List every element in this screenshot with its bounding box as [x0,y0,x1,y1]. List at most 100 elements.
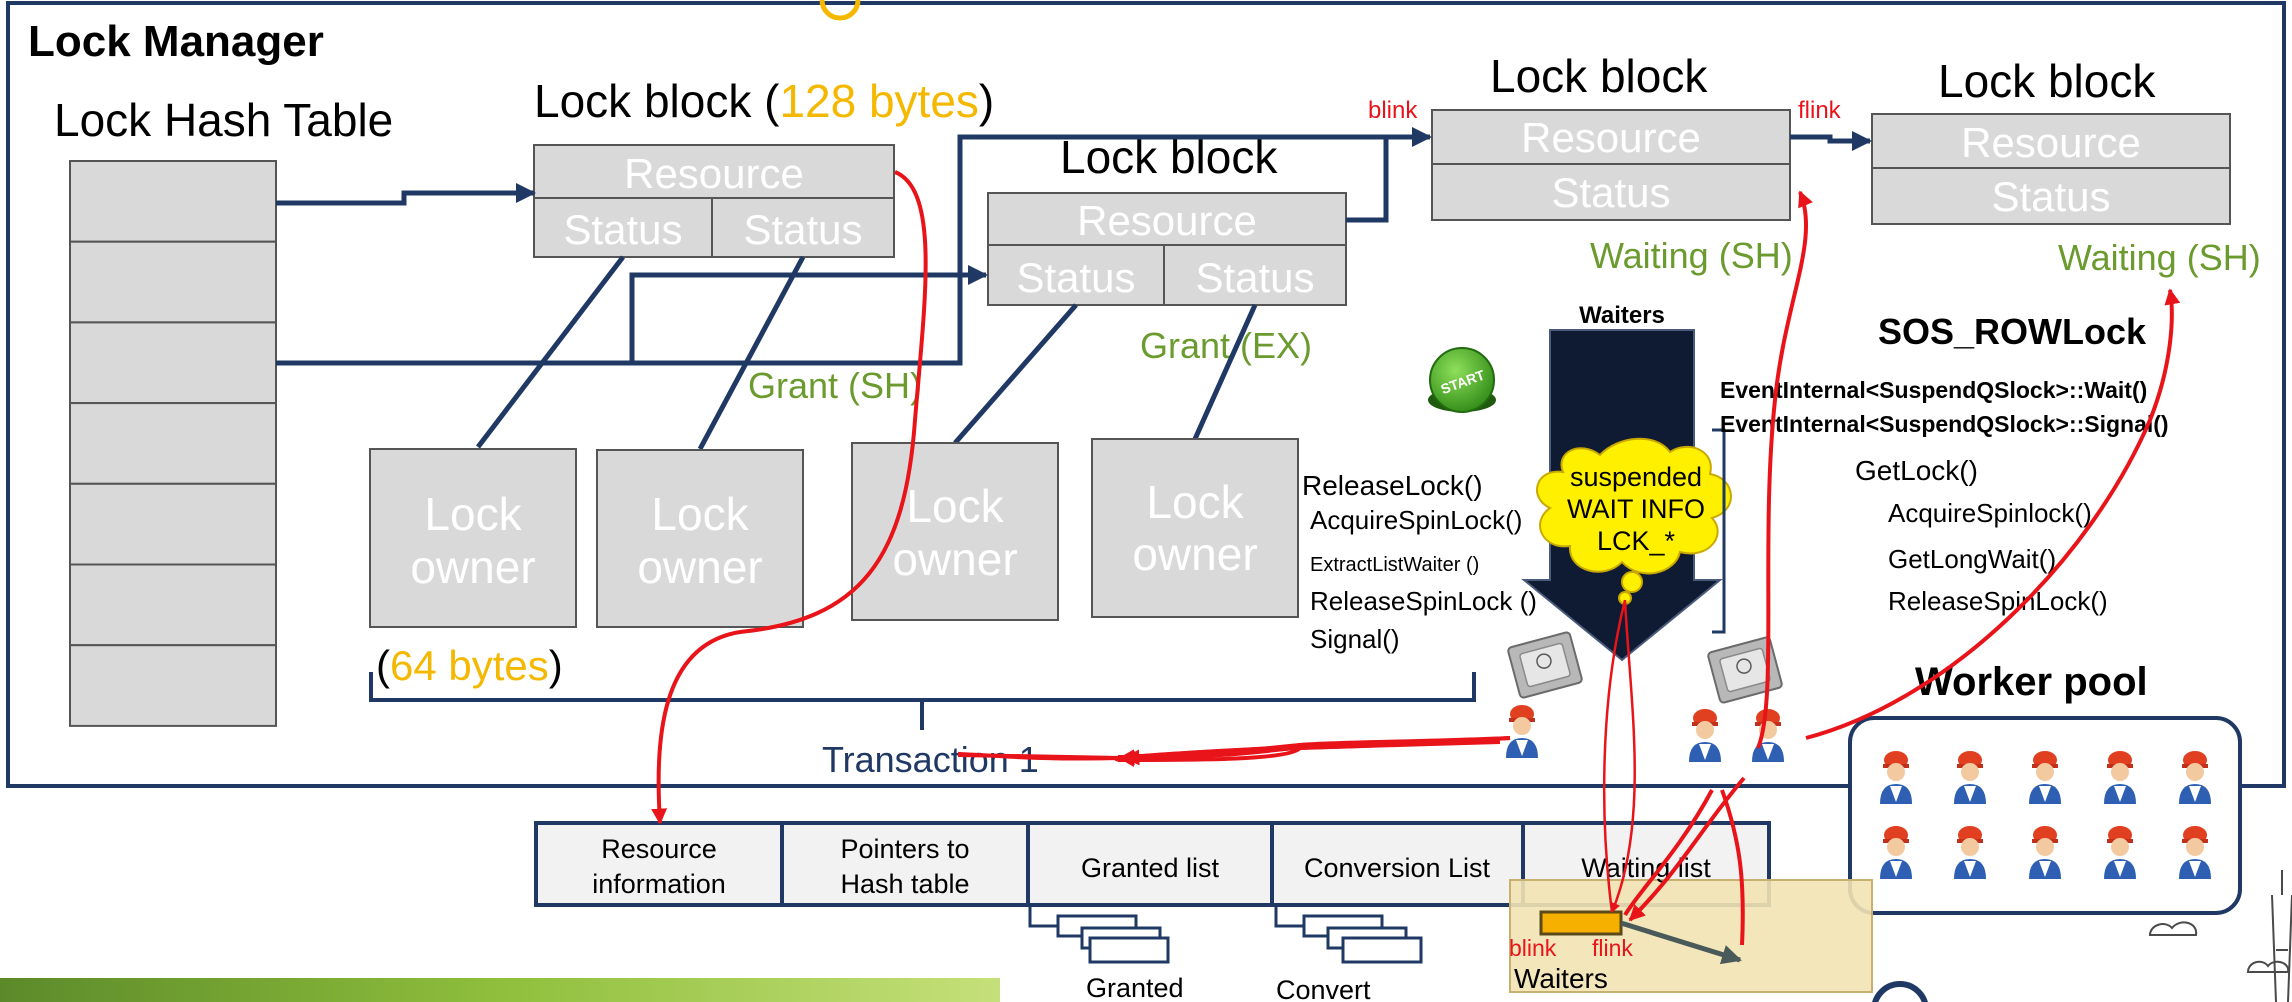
flink-label: flink [1798,97,1842,124]
lock-owner-line1: Lock [906,480,1004,532]
waiters-box-label: Waiters [1514,963,1608,994]
bubble-line3: LCK_* [1597,526,1676,556]
waiters-blink: blink [1509,935,1557,961]
lock-block-3-resource-label: Resource [1521,114,1701,161]
release-call: ReleaseLock() [1302,470,1483,501]
lock-owner-line2: owner [892,533,1017,585]
table-cell-line1: Pointers to [840,834,969,864]
get-call: GetLock() [1855,455,1978,486]
cpu-chip-icon [1506,630,1584,700]
lock-owner-line1: Lock [424,488,522,540]
lock-block-2-grant: Grant (EX) [1140,325,1312,366]
thought-bubble: suspended WAIT INFO LCK_* [1536,437,1732,605]
lock-block-4-resource [1871,113,2231,169]
transaction-brace [369,672,1476,730]
hash-table-label: Lock Hash Table [54,94,393,146]
lock-block-3-resource [1431,109,1791,165]
get-call: GetLongWait() [1888,544,2056,574]
waiters-lock-block [1539,910,1623,936]
lock-block-4-label: Lock block [1938,55,2156,107]
page-title: Lock Manager [28,17,324,66]
lock-owner-line2: owner [1132,528,1257,580]
lock-owner-line2: owner [637,541,762,593]
release-call: ReleaseSpinLock () [1310,586,1537,616]
owner-size-label: (64 bytes) [376,642,563,689]
top-logo-fragment [819,0,861,21]
worker-pool-title: Worker pool [1915,660,2148,704]
blink-label: blink [1368,97,1418,124]
release-call: AcquireSpinLock() [1310,505,1522,535]
bottom-right-decoration [2148,870,2292,1002]
lock-owner-line2: owner [410,541,535,593]
lock-block-1-grant: Grant (SH) [748,365,922,406]
hash-table [69,160,277,727]
sos-title: SOS_ROWLock [1878,311,2147,352]
lock-owner-box [596,449,804,628]
lock-block-1-status-left [533,197,713,258]
waiters-detail-box [1509,879,1873,993]
release-call: Signal() [1310,624,1400,654]
get-call: AcquireSpinlock() [1888,498,2092,528]
lock-block-2-status-left-label: Status [1016,254,1135,301]
owner-connectors [476,255,1258,451]
convert-label: Convert [1276,975,1371,1002]
table-cell-line2: information [592,869,726,899]
waiters-flink: flink [1592,935,1633,961]
worker-icon [1506,705,1538,758]
lock-block-1-resource-label: Resource [624,150,804,197]
lock-block-3-status [1431,163,1791,221]
lock-manager-frame [6,1,2286,788]
lock-block-1-status-left-label: Status [563,206,682,253]
release-red-arrow-tail [1119,746,1302,762]
lock-block-1-status-right [711,197,895,258]
bubble-line1: suspended [1570,462,1702,492]
waiters-arrow-label: Waiters [1579,302,1665,329]
hash-connectors [276,127,1872,366]
lock-block-3-waiting: Waiting (SH) [1590,235,1793,276]
hash-table-row [69,644,277,727]
lock-block-4-status [1871,167,2231,225]
lock-block-4-waiting: Waiting (SH) [2058,237,2261,278]
bubble-line2: WAIT INFO [1567,494,1705,524]
lock-block-1-status-right-label: Status [743,206,862,253]
release-call: ExtractListWaiter () [1310,554,1479,576]
table-cell: Granted list [1081,853,1220,883]
lock-owner-box [369,448,577,628]
worker-icon [1752,709,1784,762]
lock-block-4-resource-label: Resource [1961,119,2141,166]
waiters-bracket [1712,428,1726,634]
table-cell: Waiting list [1581,853,1711,883]
table-cell-line2: Hash table [840,869,969,899]
lock-block-2-label: Lock block [1060,131,1278,183]
cpu-chip-icon [1706,635,1784,705]
hash-table-row [69,240,277,324]
release-red-arrow [1118,736,1511,766]
lock-owner-line1: Lock [1146,476,1244,528]
lock-owner-line1: Lock [651,488,749,540]
granted-stack [1028,905,1170,964]
get-call: ReleaseSpinLock() [1888,586,2108,616]
start-button[interactable]: START [1428,347,1496,413]
granted-label: Granted [1086,973,1184,1002]
worker-pool-box [1848,716,2242,915]
table-cell-line1: Resource [601,834,717,864]
lock-block-3-status-label: Status [1551,169,1670,216]
footer-green-bar [0,978,1000,1002]
convert-stack [1274,905,1423,964]
hash-table-row [69,482,277,566]
lock-block-1-resource [533,144,895,199]
sos-wait: EventInternal<SuspendQSlock>::Wait() [1720,377,2147,403]
lock-block-4-status-label: Status [1991,173,2110,220]
hash-table-row [69,402,277,485]
resource-table: Resource information Pointers to Hash ta… [534,821,1771,907]
sos-signal: EventInternal<SuspendQSlock>::Signal() [1720,411,2169,437]
hash-table-row [69,563,277,647]
lock-owner-box [851,442,1059,621]
footer-logo-fragment [1872,981,1928,1002]
worker-icon [1689,709,1721,762]
lock-owners: Lock owner Lock owner Lock owner Lock ow… [369,438,1299,628]
table-cell: Conversion List [1304,853,1491,883]
hash-table-row [69,321,277,405]
lock-block-1-label: Lock block (128 bytes) [534,75,994,127]
